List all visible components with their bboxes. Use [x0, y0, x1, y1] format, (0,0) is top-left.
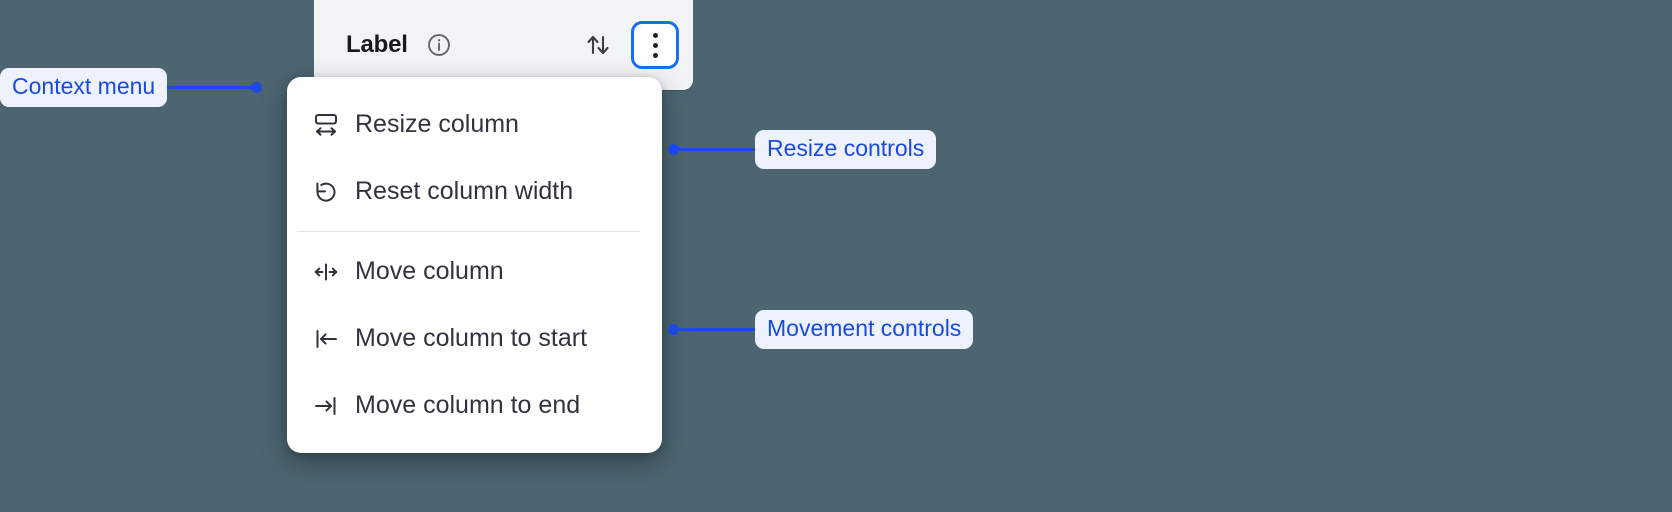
context-menu: Resize column Reset column width Move co…	[287, 77, 662, 453]
sort-up-down-icon[interactable]	[581, 28, 615, 62]
menu-item-label: Reset column width	[355, 177, 574, 205]
more-vertical-kebab-icon[interactable]	[631, 21, 679, 69]
annotation-leader-line	[679, 328, 755, 331]
resize-column-icon	[309, 108, 343, 142]
menu-item-move-column-to-end[interactable]: Move column to end	[287, 372, 662, 439]
move-to-start-icon	[309, 322, 343, 356]
kebab-dot	[652, 52, 658, 58]
annotation-anchor-dot	[251, 82, 263, 93]
move-column-icon	[309, 255, 343, 289]
info-circle-icon[interactable]	[426, 32, 452, 58]
kebab-dot	[652, 42, 658, 48]
annotation-context-menu: Context menu	[0, 68, 263, 107]
menu-item-resize-column[interactable]: Resize column	[287, 91, 662, 158]
reset-width-undo-icon	[309, 175, 343, 209]
move-to-end-icon	[309, 389, 343, 423]
menu-item-move-column-to-start[interactable]: Move column to start	[287, 305, 662, 372]
menu-item-label: Move column to start	[355, 324, 588, 352]
annotation-anchor-dot	[668, 144, 679, 155]
annotation-label: Movement controls	[755, 310, 974, 349]
annotation-movement-controls: Movement controls	[668, 310, 974, 349]
menu-item-label: Move column to end	[355, 391, 581, 419]
annotation-label: Resize controls	[755, 130, 937, 169]
kebab-dot	[652, 32, 658, 38]
annotation-leader-line	[167, 86, 252, 89]
menu-item-label: Move column	[355, 257, 504, 285]
annotation-resize-controls: Resize controls	[668, 130, 937, 169]
menu-item-reset-column-width[interactable]: Reset column width	[287, 158, 662, 225]
annotation-leader-line	[679, 148, 755, 151]
menu-item-move-column[interactable]: Move column	[287, 238, 662, 305]
column-header: Label	[314, 0, 693, 90]
page-title: Label	[346, 31, 408, 58]
menu-item-label: Resize column	[355, 110, 519, 138]
annotation-anchor-dot	[668, 324, 679, 335]
menu-divider	[297, 231, 640, 232]
annotation-label: Context menu	[0, 68, 168, 107]
